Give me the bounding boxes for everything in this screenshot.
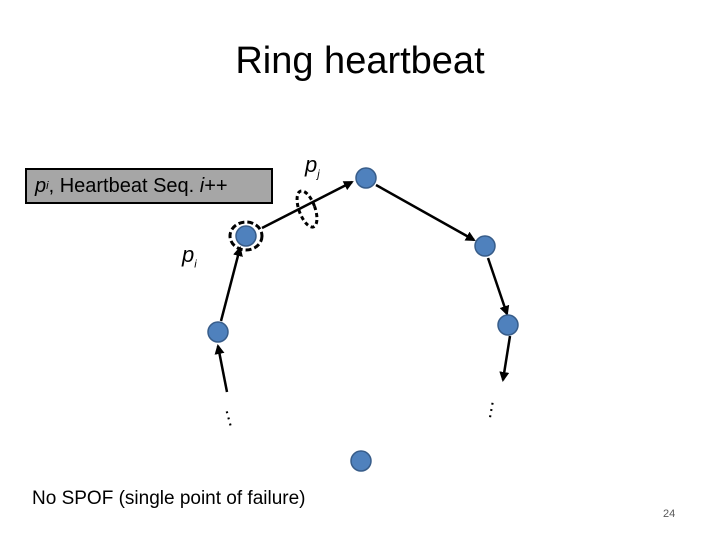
node-pi (235, 225, 257, 247)
edge-top-to-right1 (375, 183, 476, 242)
ellipsis-right: … (484, 399, 509, 423)
node-label-pi: pi (182, 242, 197, 270)
edge-right2-out (499, 335, 512, 382)
pj-name: p (305, 152, 318, 177)
pi-subscript: i (194, 258, 197, 271)
sequence-suffix: ++ (204, 174, 228, 197)
edge-in-to-left1 (214, 344, 229, 393)
pi-dashed-highlight (228, 220, 264, 252)
node-pj (355, 167, 377, 189)
slide-title: Ring heartbeat (235, 40, 485, 82)
node-label-pj: pj (305, 152, 320, 180)
sender-name: p (35, 174, 47, 197)
edge-pi-to-pj (261, 180, 354, 230)
page-number: 24 (663, 508, 676, 520)
footer-note: No SPOF (single point of failure) (32, 488, 306, 509)
edge-right1-to-right2 (486, 257, 510, 316)
ellipsis-left: … (220, 405, 246, 430)
node-right1 (474, 235, 496, 257)
node-bottom (350, 450, 372, 472)
pi-name: p (182, 242, 195, 267)
message-dashed-marker (295, 189, 319, 229)
sequence-variable: i (199, 174, 205, 197)
edge-left1-to-pi (219, 246, 243, 322)
message-text: , Heartbeat Seq. (48, 174, 200, 197)
node-right2 (497, 314, 519, 336)
sender-subscript: i (46, 180, 49, 192)
pj-subscript: j (317, 168, 320, 181)
node-left1 (207, 321, 229, 343)
